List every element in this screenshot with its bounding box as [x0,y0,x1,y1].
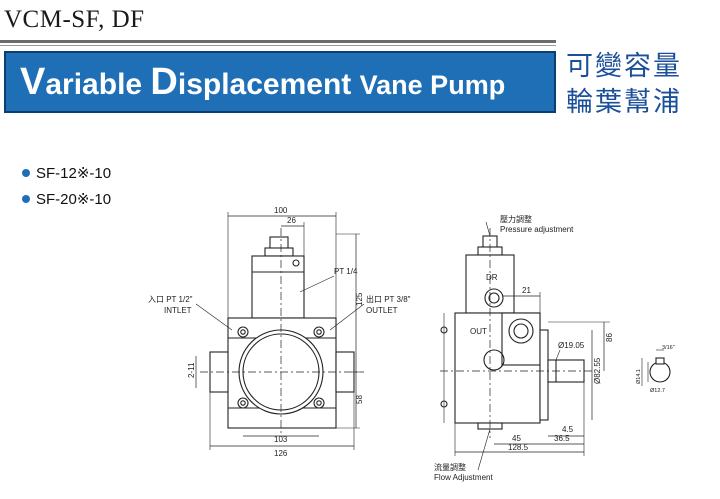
outlet-label: 出口 PT 3/8" [366,294,411,304]
drain-port-label: DR [486,273,498,282]
dim-100: 100 [274,206,288,215]
chinese-title-line-1: 可變容量 [566,51,682,82]
dim-86: 86 [605,333,614,342]
shaft-diameter: Ø19.05 [558,341,585,350]
bullet-icon [22,195,30,203]
dim-36-5: 36.5 [554,434,570,443]
pressure-adjust-label: 壓力調整 [500,214,532,224]
key-diameter: Ø12.7 [650,388,665,394]
dim-128-5: 128.5 [508,443,529,452]
pressure-adjust-label-en: Pressure adjustment [500,225,574,234]
side-view [440,221,610,471]
key-detail-view [641,349,671,386]
key-height: Ø14.1 [636,369,642,384]
header-rule-thin [0,45,556,46]
flow-adjust-label-en: Flow Adjustment [434,473,493,482]
model-item: SF-12※-10 [22,164,111,182]
dim-26: 26 [287,216,296,225]
front-view [195,212,365,450]
dim-45: 45 [512,434,521,443]
pt-quarter-label: PT 1/4 [334,267,358,276]
bullet-icon [22,169,30,177]
dim-21: 21 [522,286,531,295]
dim-126: 126 [274,449,288,458]
dim-2-11: 2-11 [187,362,196,378]
chinese-title-line-2: 輪葉幫浦 [566,87,682,118]
flow-adjust-label: 流量調整 [434,462,466,472]
model-item: SF-20※-10 [22,190,111,208]
header-rule [0,40,556,43]
page-title: Variable Displacement Vane Pump [20,61,506,103]
dim-125: 125 [355,292,364,306]
title-banner: Variable Displacement Vane Pump [4,51,556,113]
dim-58: 58 [355,395,364,404]
dim-82-55: Ø82.55 [593,357,602,384]
dim-103: 103 [274,435,288,444]
key-width: 3/16" [662,345,675,351]
inlet-label-en: INTLET [164,306,192,315]
dim-4-5: 4.5 [562,425,574,434]
inlet-label: 入口 PT 1/2" [148,295,193,304]
outlet-label-en: OUTLET [366,306,398,315]
outlet-port-label: OUT [470,327,487,336]
series-label: VCM-SF, DF [4,6,145,33]
